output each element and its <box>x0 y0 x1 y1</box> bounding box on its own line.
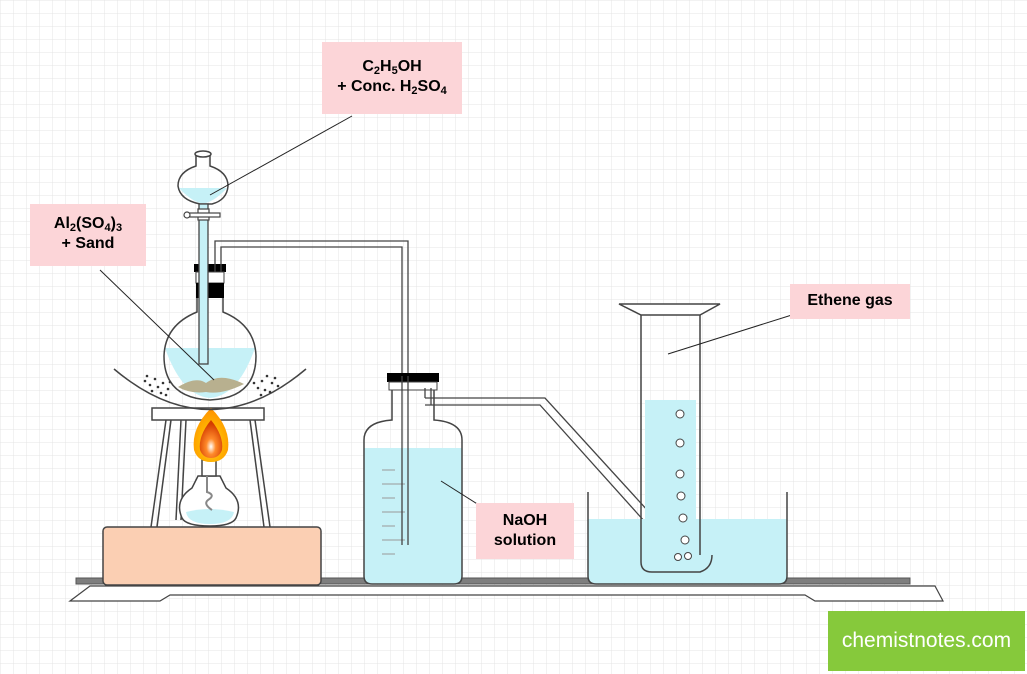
catalyst-label: Al2(SO4)3 + Sand <box>30 204 146 266</box>
bench <box>68 577 944 602</box>
naoh-label-line2: solution <box>493 532 557 549</box>
delivery-tube-1 <box>214 240 409 376</box>
gas-bubbles <box>674 409 692 561</box>
catalyst-label-line2: + Sand <box>61 235 115 252</box>
gas-jar <box>618 303 721 573</box>
ethene-label: Ethene gas <box>790 284 910 319</box>
catalyst-label-line1: Al2(SO4)3 <box>53 215 123 234</box>
brand-watermark: chemistnotes.com <box>828 611 1025 671</box>
reactants-label: C2H5OH + Conc. H2SO4 <box>322 42 462 114</box>
burner-flame <box>193 408 229 462</box>
tripod-stand <box>150 407 271 528</box>
reactants-label-line1: C2H5OH <box>362 58 422 77</box>
reactants-label-line2: + Conc. H2SO4 <box>337 78 447 97</box>
wash-bottle <box>363 373 463 585</box>
spirit-lamp <box>178 459 240 527</box>
naoh-label: NaOH solution <box>476 503 574 559</box>
heater-block <box>102 526 322 586</box>
sand-bath <box>113 368 307 411</box>
label-pointers <box>99 115 796 513</box>
naoh-label-line1: NaOH <box>502 512 548 529</box>
